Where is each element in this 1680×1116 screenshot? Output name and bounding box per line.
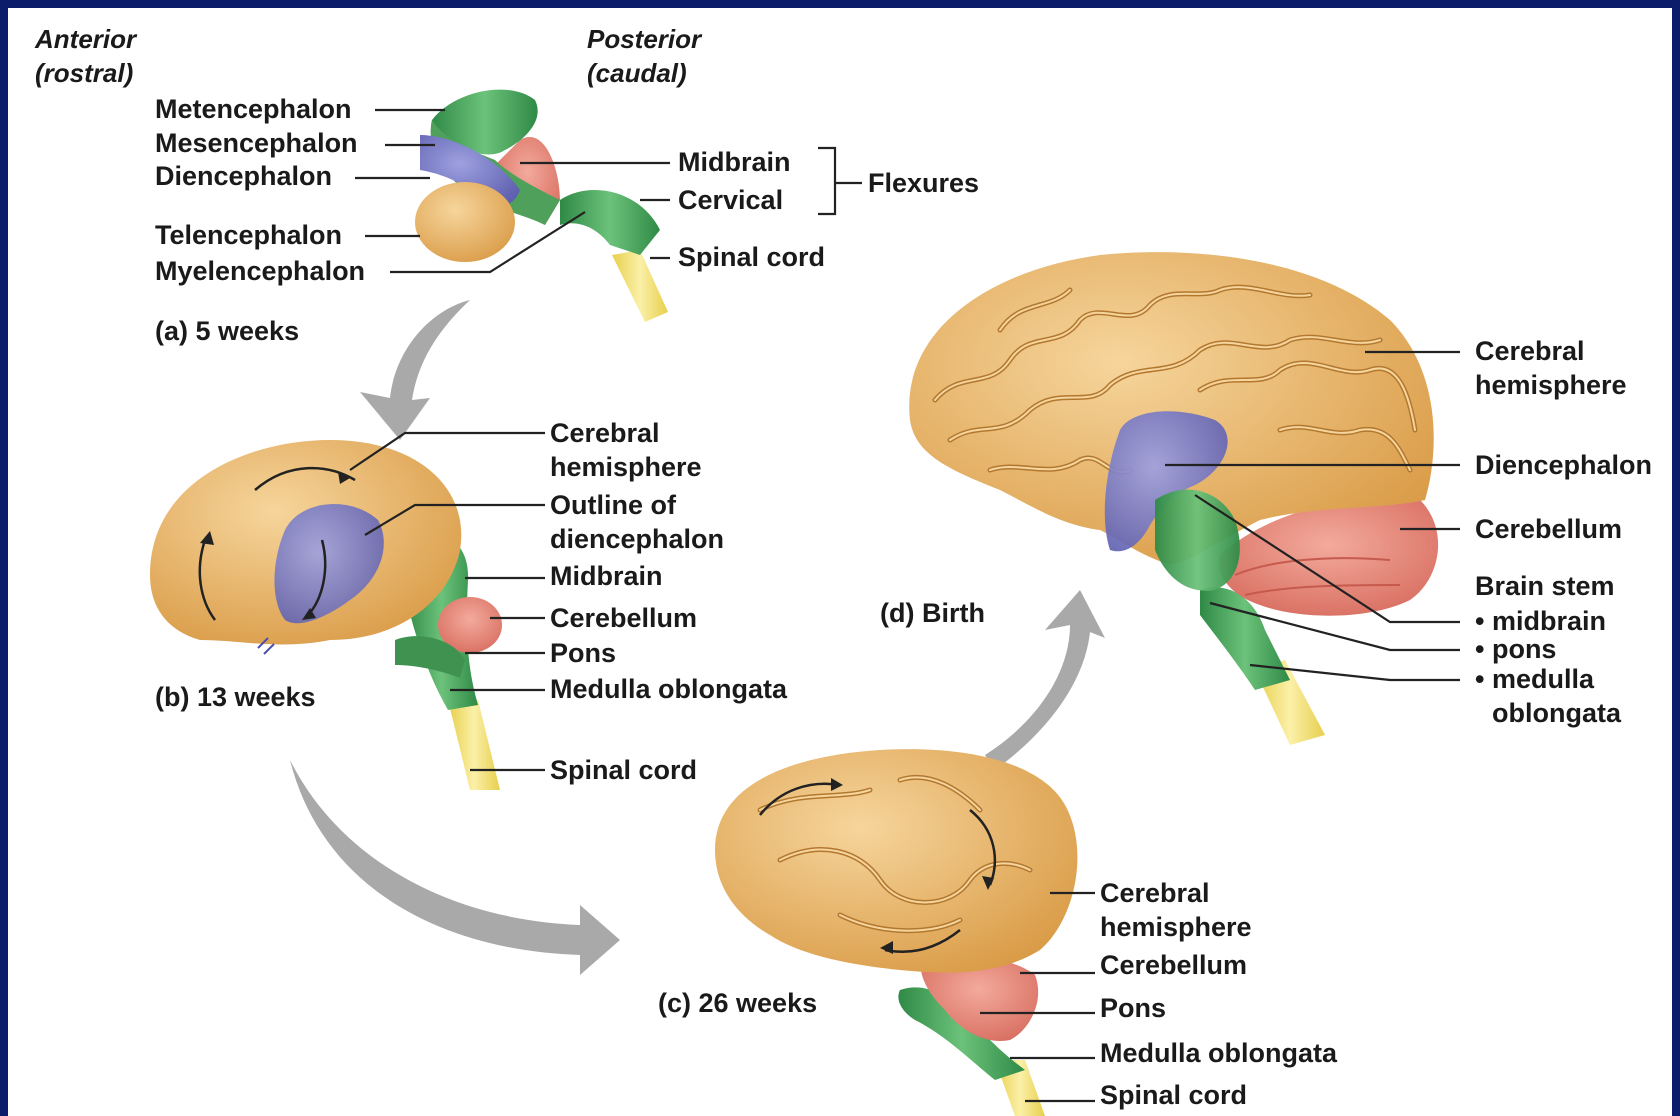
c-pons-label: Pons — [1100, 993, 1166, 1023]
panel-a-caption: (a) 5 weeks — [155, 316, 299, 346]
posterior-label: Posterior — [587, 24, 703, 54]
b-cerebral-label-2: hemisphere — [550, 452, 702, 482]
arrow-a-to-b — [360, 300, 470, 440]
d-midbrain-label: • midbrain — [1475, 606, 1606, 636]
metencephalon-label: Metencephalon — [155, 94, 352, 124]
d-medulla-label-1: • medulla — [1475, 664, 1595, 694]
c-spinal-cord-label: Spinal cord — [1100, 1080, 1247, 1110]
arrow-b-to-c — [290, 760, 620, 975]
panel-c-illustration — [715, 749, 1077, 1116]
panel-d-illustration — [909, 252, 1438, 745]
c-medulla-label: Medulla oblongata — [1100, 1038, 1338, 1068]
panel-b-illustration — [150, 440, 502, 790]
arrow-c-to-d — [985, 590, 1105, 770]
b-cerebral-label-1: Cerebral — [550, 418, 660, 448]
d-diencephalon-label: Diencephalon — [1475, 450, 1652, 480]
spinal-cord-label-a: Spinal cord — [678, 242, 825, 272]
midbrain-flexure-label: Midbrain — [678, 147, 791, 177]
b-cerebellum-label: Cerebellum — [550, 603, 697, 633]
b-pons-label: Pons — [550, 638, 616, 668]
d-brain-stem-label: Brain stem — [1475, 571, 1615, 601]
d-cerebellum-label: Cerebellum — [1475, 514, 1622, 544]
panel-a-illustration — [415, 90, 668, 322]
c-cerebral-label-1: Cerebral — [1100, 878, 1210, 908]
d-cerebral-label-2: hemisphere — [1475, 370, 1627, 400]
anterior-label: Anterior — [34, 24, 138, 54]
c-cerebral-label-2: hemisphere — [1100, 912, 1252, 942]
b-outline-label-2: diencephalon — [550, 524, 724, 554]
myelencephalon-label: Myelencephalon — [155, 256, 365, 286]
figure-frame: Anterior (rostral) Posterior (caudal) Me… — [8, 8, 1672, 1116]
brain-development-diagram: Anterior (rostral) Posterior (caudal) Me… — [8, 8, 1672, 1116]
anterior-sub-label: (rostral) — [35, 58, 133, 88]
b-medulla-label: Medulla oblongata — [550, 674, 788, 704]
b-outline-label-1: Outline of — [550, 490, 677, 520]
panel-d-caption: (d) Birth — [880, 598, 985, 628]
d-pons-label: • pons — [1475, 634, 1556, 664]
panel-b-caption: (b) 13 weeks — [155, 682, 316, 712]
b-spinal-cord-label: Spinal cord — [550, 755, 697, 785]
diencephalon-label-a: Diencephalon — [155, 161, 332, 191]
d-medulla-label-2: oblongata — [1492, 698, 1622, 728]
flexures-label: Flexures — [868, 168, 979, 198]
posterior-sub-label: (caudal) — [587, 58, 687, 88]
mesencephalon-label: Mesencephalon — [155, 128, 358, 158]
telencephalon-label: Telencephalon — [155, 220, 342, 250]
b-midbrain-label: Midbrain — [550, 561, 663, 591]
c-cerebellum-label: Cerebellum — [1100, 950, 1247, 980]
d-cerebral-label-1: Cerebral — [1475, 336, 1585, 366]
panel-c-caption: (c) 26 weeks — [658, 988, 817, 1018]
cervical-flexure-label: Cervical — [678, 185, 783, 215]
